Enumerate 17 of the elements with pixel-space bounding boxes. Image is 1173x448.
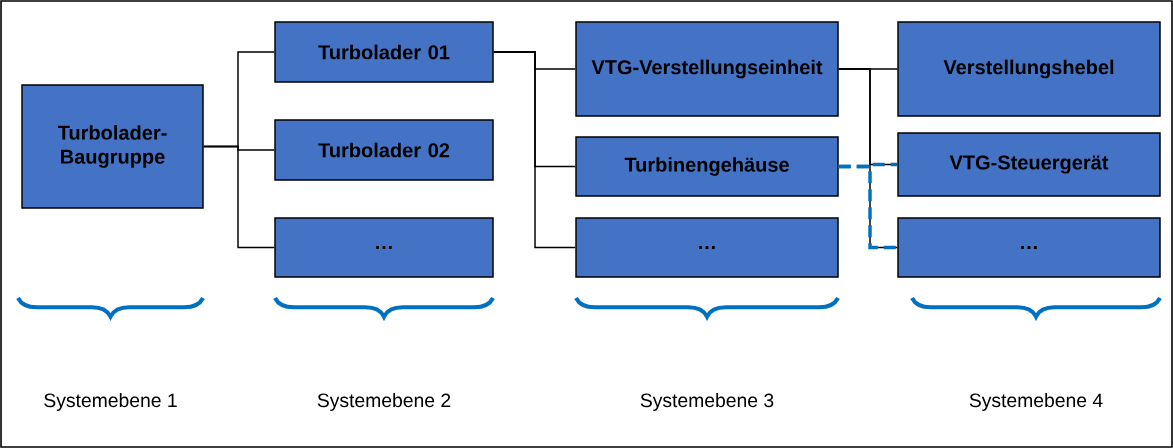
component-box: … xyxy=(897,217,1161,278)
connector-line xyxy=(203,145,275,249)
component-box: Turbinengehäuse xyxy=(575,136,839,197)
component-box: Turbolader-Baugruppe xyxy=(21,84,204,209)
level-label: Systemebene 2 xyxy=(317,393,451,411)
connector-line xyxy=(493,51,576,249)
level-label: Systemebene 4 xyxy=(969,393,1103,411)
component-box: Turbolader 02 xyxy=(274,119,494,181)
level-label: Systemebene 1 xyxy=(44,393,177,411)
component-box: Verstellungshebel xyxy=(897,21,1161,117)
level-label: Systemebene 3 xyxy=(640,393,774,411)
component-box: VTG-Steuergerät xyxy=(897,132,1161,197)
component-box: … xyxy=(274,217,494,278)
component-box: Turbolader 01 xyxy=(274,21,494,83)
connector-line xyxy=(838,164,898,250)
component-box: VTG-Verstellungseinheit xyxy=(575,21,839,117)
component-box: … xyxy=(575,217,839,278)
